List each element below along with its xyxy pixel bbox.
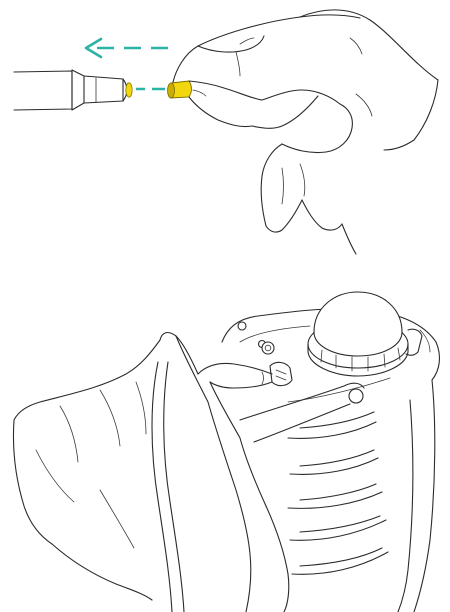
step-1-illustration (0, 0, 450, 270)
step-1-panel (0, 0, 450, 270)
step-2-panel (0, 270, 450, 612)
hand-icon (13, 333, 288, 612)
dial-knob-icon (308, 292, 422, 376)
arrow-left-icon (86, 39, 168, 89)
handpiece-icon (14, 70, 132, 110)
step-2-illustration (0, 270, 450, 612)
filter-cap-icon (168, 81, 192, 98)
hand-icon (173, 10, 438, 254)
